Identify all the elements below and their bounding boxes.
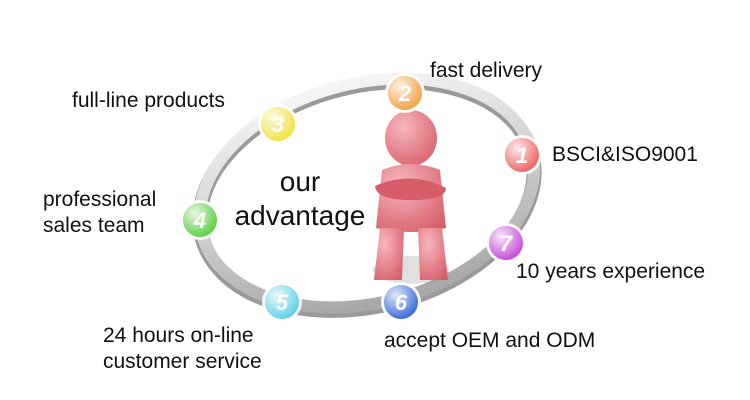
- number-ball-2: 2: [385, 73, 425, 113]
- person-figure: [373, 110, 449, 284]
- number-ball-4: 4: [180, 200, 220, 240]
- ball-shine: [384, 285, 418, 319]
- ball-number: 3: [272, 112, 284, 137]
- ball-number: 1: [516, 143, 528, 168]
- number-ball-5: 5: [262, 282, 302, 322]
- ball-shine: [489, 226, 523, 260]
- number-ball-3: 3: [258, 104, 298, 144]
- ball-shine: [261, 107, 295, 141]
- ball-shine: [265, 285, 299, 319]
- ball-number: 2: [398, 81, 412, 106]
- ball-number: 5: [276, 290, 289, 315]
- ball-number: 6: [395, 290, 408, 315]
- advantage-label-1: BSCI&ISO9001: [552, 143, 698, 166]
- ball-number: 7: [500, 231, 514, 256]
- ball-shine: [388, 76, 422, 110]
- advantage-label-4: professional sales team: [43, 188, 157, 237]
- advantage-label-5: 24 hours on-line customer service: [103, 324, 262, 373]
- advantage-label-6: accept OEM and ODM: [384, 329, 596, 352]
- number-ball-7: 7: [486, 223, 526, 263]
- ball-shine: [183, 203, 217, 237]
- number-ball-1: 1: [502, 135, 542, 175]
- ball-number: 4: [193, 208, 206, 233]
- advantage-label-3: full-line products: [72, 89, 225, 112]
- advantage-label-7: 10 years experience: [516, 260, 706, 283]
- number-ball-6: 6: [381, 282, 421, 322]
- center-title: our advantage: [234, 166, 366, 231]
- advantage-label-2: fast delivery: [430, 59, 543, 82]
- ball-shine: [505, 138, 539, 172]
